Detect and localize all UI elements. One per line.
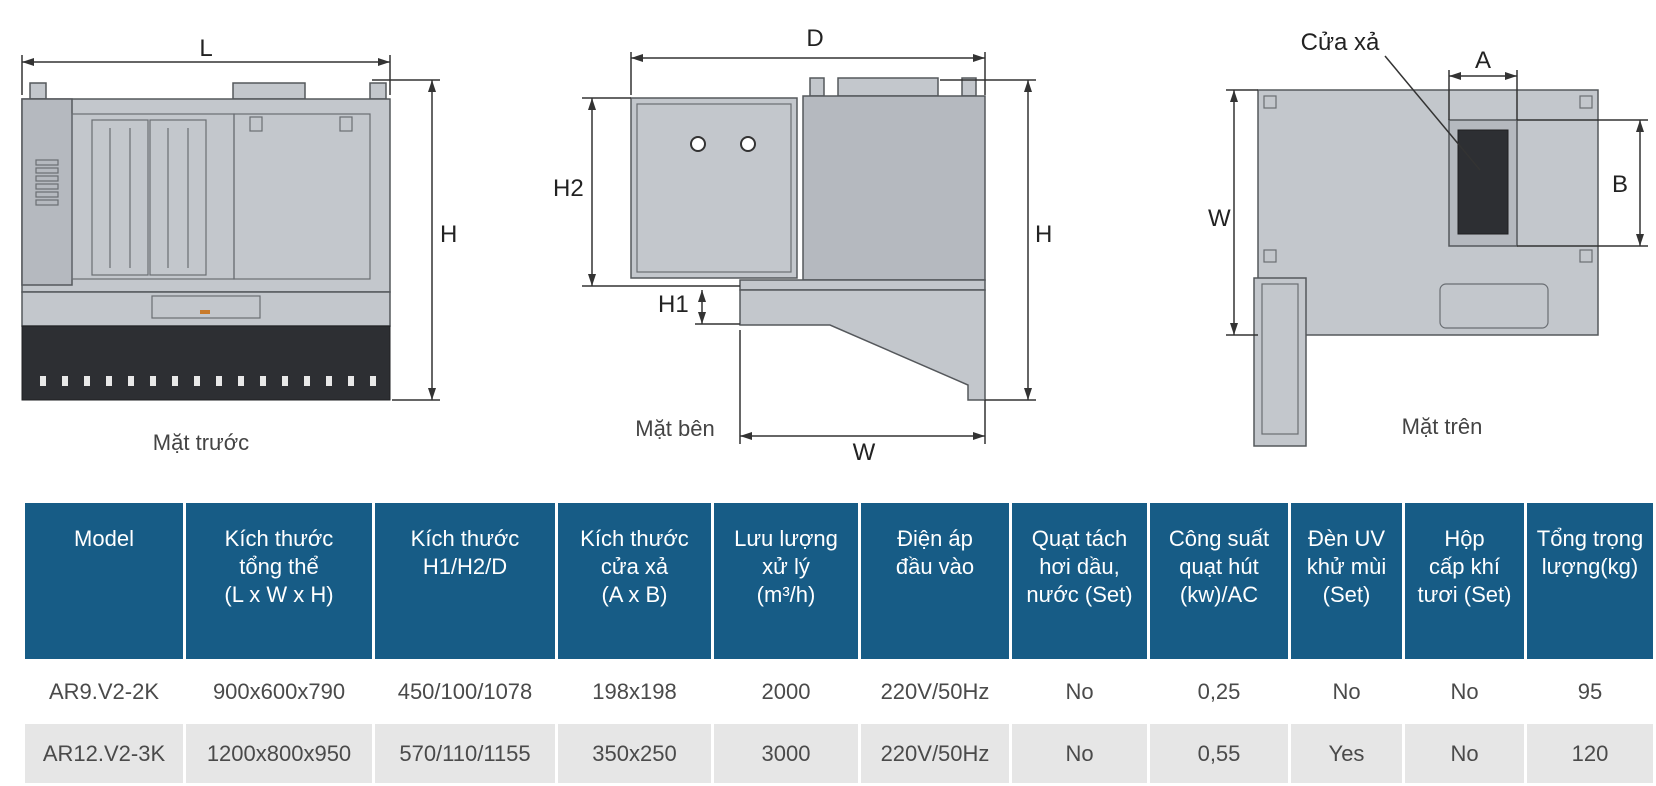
cell-total-weight: 95 — [1577, 678, 1603, 704]
header-fresh-air-box: Hộp cấp khí tươi (Set) — [1405, 503, 1524, 659]
header-fan-power: Công suất quạt hút (kw)/AC — [1150, 503, 1288, 659]
cell-h1-h2-d: 450/100/1078 — [397, 678, 533, 704]
cell-model: AR9.V2-2K — [48, 678, 160, 704]
table-row: AR12.V2-3K 1200x800x950 570/110/1155 350… — [25, 724, 1653, 783]
side-dim-h1: H1 — [658, 291, 689, 318]
cell-h1-h2-d: 570/110/1155 — [375, 724, 555, 783]
cell-total-weight: 120 — [1527, 724, 1653, 783]
cell-flow-rate: 2000 — [761, 678, 811, 704]
cell-separator-fan: No — [1065, 678, 1094, 704]
cell-input-voltage: 220V/50Hz — [861, 724, 1009, 783]
cell-outlet-size: 198x198 — [592, 678, 677, 704]
top-view-drawing — [1226, 55, 1648, 447]
side-dim-h: H — [1035, 221, 1052, 248]
cell-input-voltage: 220V/50Hz — [880, 678, 990, 704]
side-dim-d: D — [806, 25, 823, 52]
side-view-drawing — [582, 52, 1036, 444]
header-separator-fan: Quạt tách hơi dầu, nước (Set) — [1012, 503, 1147, 659]
cell-separator-fan: No — [1012, 724, 1147, 783]
header-model: Model — [25, 503, 183, 659]
header-uv-lamp: Đèn UV khử mùi (Set) — [1291, 503, 1402, 659]
cell-fresh-air-box: No — [1405, 724, 1524, 783]
cell-flow-rate: 3000 — [714, 724, 858, 783]
front-view-caption: Mặt trước — [153, 430, 249, 455]
front-dim-h: H — [440, 221, 457, 248]
cell-overall-size: 900x600x790 — [212, 678, 346, 704]
cell-fresh-air-box: No — [1450, 678, 1479, 704]
table-header-row: Model Kích thước tổng thể (L x W x H) Kí… — [25, 503, 1653, 659]
top-outlet-label: Cửa xả — [1301, 29, 1380, 56]
side-view-caption: Mặt bên — [635, 416, 715, 441]
front-view-drawing — [21, 55, 440, 401]
technical-drawings: L H Mặt trước — [21, 25, 1648, 466]
header-flow-rate: Lưu lượng xử lý (m³/h) — [714, 503, 858, 659]
top-dim-a: A — [1475, 47, 1491, 74]
cell-fan-power: 0,55 — [1150, 724, 1288, 783]
cell-overall-size: 1200x800x950 — [186, 724, 372, 783]
header-outlet-size: Kích thước cửa xả (A x B) — [558, 503, 711, 659]
side-dim-h2: H2 — [553, 175, 584, 202]
header-input-voltage: Điện áp đầu vào — [861, 503, 1009, 659]
side-dim-w: W — [853, 439, 876, 466]
specification-table: Model Kích thước tổng thể (L x W x H) Kí… — [22, 500, 1656, 786]
cell-uv-lamp: Yes — [1291, 724, 1402, 783]
cell-fan-power: 0,25 — [1197, 678, 1241, 704]
header-total-weight: Tổng trọng lượng(kg) — [1527, 503, 1653, 659]
cell-outlet-size: 350x250 — [558, 724, 711, 783]
top-view-caption: Mặt trên — [1402, 414, 1483, 439]
cell-uv-lamp: No — [1332, 678, 1361, 704]
header-overall-size: Kích thước tổng thể (L x W x H) — [186, 503, 372, 659]
table-row: AR9.V2-2K 900x600x790 450/100/1078 198x1… — [25, 662, 1653, 721]
top-dim-w: W — [1208, 205, 1231, 232]
header-h1-h2-d: Kích thước H1/H2/D — [375, 503, 555, 659]
cell-model: AR12.V2-3K — [25, 724, 183, 783]
top-dim-b: B — [1612, 171, 1628, 198]
front-dim-l: L — [199, 35, 212, 62]
